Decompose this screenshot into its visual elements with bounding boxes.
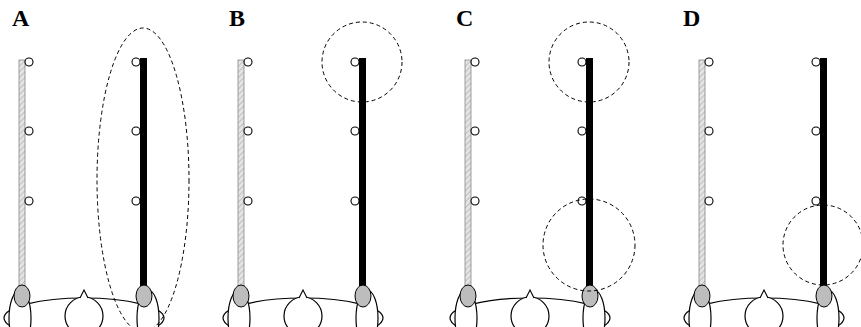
dashed-region: [543, 199, 635, 291]
marker-dot: [244, 58, 252, 66]
panel-figure: [4, 28, 189, 327]
marker-dot: [351, 127, 359, 135]
right-rod: [820, 58, 827, 292]
marker-dot: [471, 127, 479, 135]
panel-figure: [684, 58, 861, 327]
marker-dot: [25, 58, 33, 66]
right-rod: [140, 58, 147, 292]
nose: [299, 290, 307, 298]
head: [511, 297, 549, 327]
marker-dot: [25, 127, 33, 135]
left-rod: [465, 60, 471, 292]
marker-dot: [578, 127, 586, 135]
marker-dot: [705, 127, 713, 135]
marker-dot: [132, 127, 140, 135]
figure-group: [4, 22, 861, 327]
nose: [760, 290, 768, 298]
marker-dot: [351, 58, 359, 66]
dashed-region: [783, 205, 861, 285]
right-hand: [582, 285, 598, 307]
left-hand: [233, 285, 249, 307]
head: [284, 297, 322, 327]
marker-dot: [244, 197, 252, 205]
dashed-region: [549, 22, 629, 102]
nose: [80, 290, 88, 298]
right-rod: [586, 58, 593, 292]
marker-dot: [812, 127, 820, 135]
panel-figure: [223, 22, 402, 327]
left-hand: [460, 285, 476, 307]
right-hand: [816, 285, 832, 307]
marker-dot: [132, 58, 140, 66]
marker-dot: [351, 197, 359, 205]
marker-dot: [471, 197, 479, 205]
left-hand: [14, 285, 30, 307]
right-rod: [359, 58, 366, 292]
nose: [526, 290, 534, 298]
panel-letter: C: [456, 6, 473, 30]
panel-letter: D: [683, 6, 700, 30]
marker-dot: [244, 127, 252, 135]
marker-dot: [132, 197, 140, 205]
marker-dot: [578, 58, 586, 66]
left-rod: [238, 60, 244, 292]
right-hand: [355, 285, 371, 307]
right-hand: [136, 285, 152, 307]
panel-letter: B: [229, 6, 245, 30]
marker-dot: [578, 197, 586, 205]
left-rod: [699, 60, 705, 292]
marker-dot: [705, 58, 713, 66]
panel-letter: A: [12, 6, 29, 30]
dashed-region: [97, 28, 189, 327]
dashed-region: [322, 22, 402, 102]
head: [745, 297, 783, 327]
left-hand: [694, 285, 710, 307]
marker-dot: [25, 197, 33, 205]
head: [65, 297, 103, 327]
marker-dot: [705, 197, 713, 205]
left-rod: [19, 60, 25, 292]
marker-dot: [812, 197, 820, 205]
marker-dot: [812, 58, 820, 66]
panel-figure: [450, 22, 635, 327]
marker-dot: [471, 58, 479, 66]
